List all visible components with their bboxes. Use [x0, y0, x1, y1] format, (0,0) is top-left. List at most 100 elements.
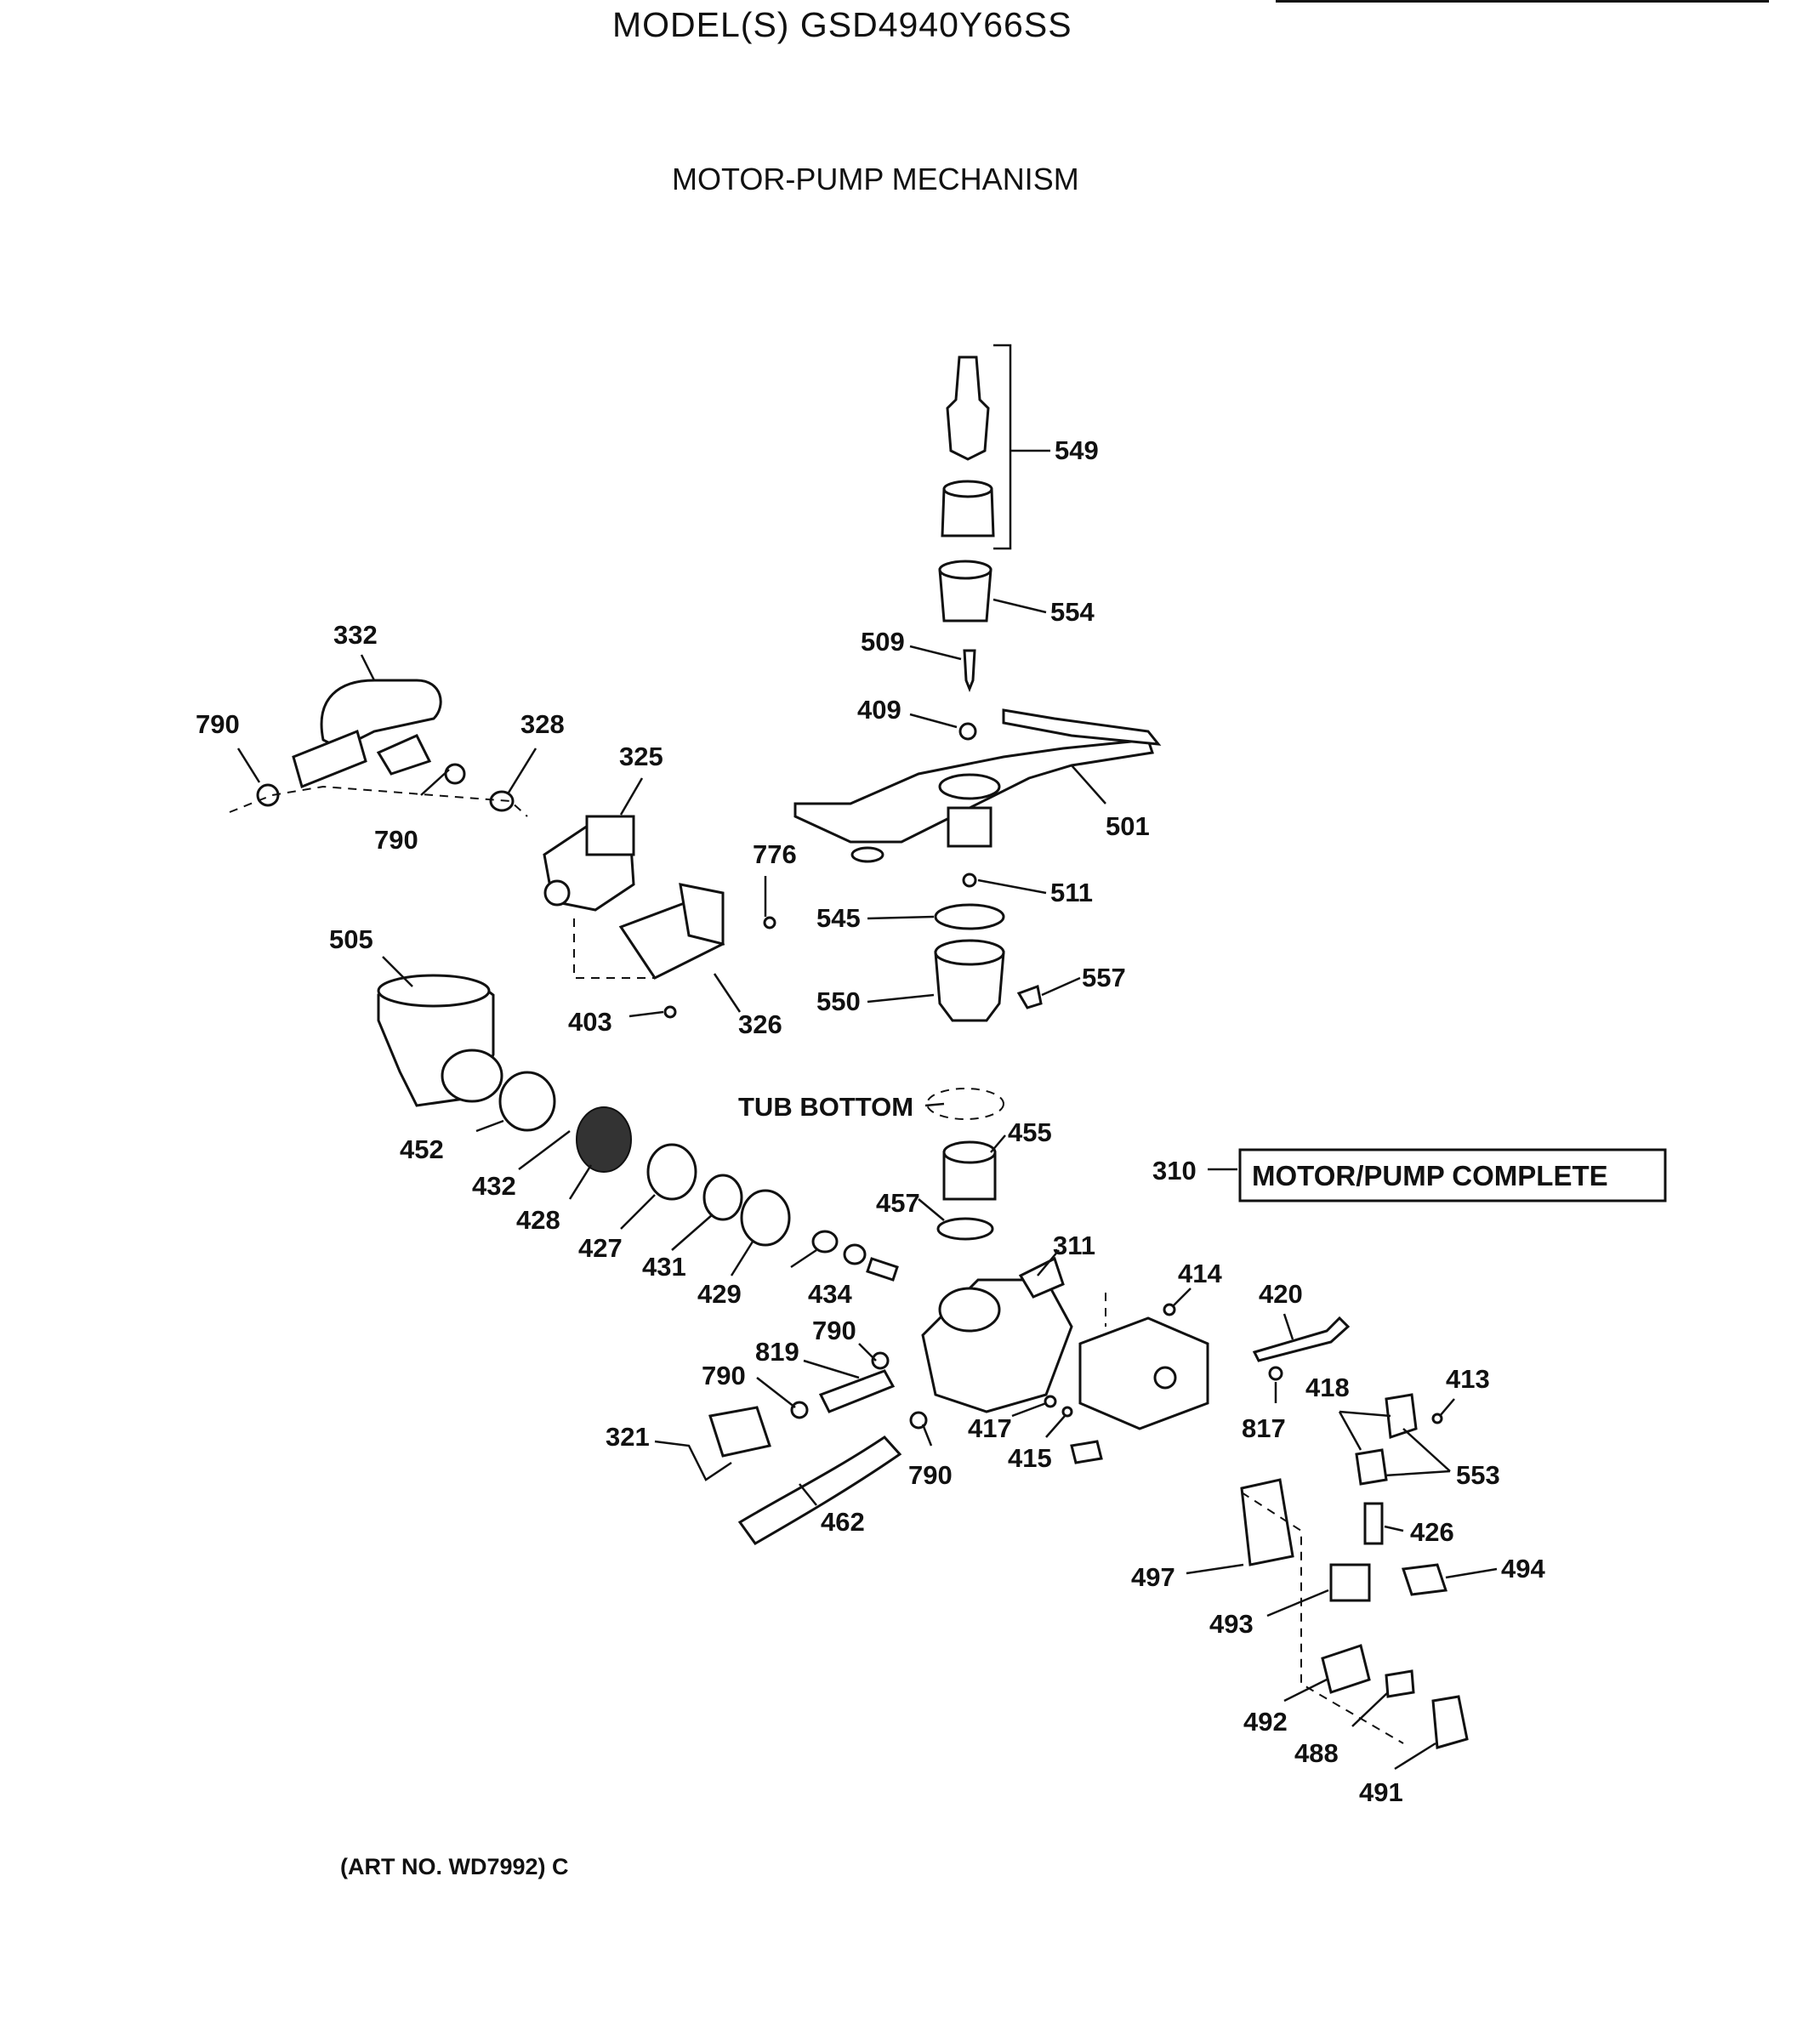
part-488-switch: [1385, 1669, 1415, 1698]
part-motor: [1070, 1316, 1209, 1464]
callout-493: 493: [1209, 1609, 1254, 1639]
callout-790-left: 790: [196, 709, 240, 739]
part-413-screw: [1431, 1413, 1443, 1424]
part-455-grommet: [942, 1140, 997, 1201]
callout-326: 326: [738, 1009, 782, 1039]
callout-545: 545: [816, 903, 861, 933]
part-790-clamp-mid: [444, 763, 466, 785]
part-511-washer: [962, 873, 977, 888]
callout-415: 415: [1008, 1443, 1052, 1473]
motor-pump-complete-box: [1238, 1148, 1667, 1202]
part-790-clamp-c: [909, 1411, 928, 1430]
model-title: MODEL(S) GSD4940Y66SS: [612, 5, 1072, 44]
callout-311: 311: [1053, 1231, 1095, 1260]
part-493-solenoid: [1329, 1563, 1371, 1602]
callout-321: 321: [606, 1422, 650, 1452]
callout-817: 817: [1242, 1413, 1286, 1443]
assembly-line-solenoid: [1241, 1492, 1404, 1744]
callout-310: 310: [1152, 1156, 1197, 1185]
part-505-sump: [377, 974, 503, 1107]
section-title: MOTOR-PUMP MECHANISM: [672, 162, 1079, 196]
part-494-connector: [1401, 1563, 1448, 1596]
part-420-rod: [1252, 1316, 1351, 1362]
callout-505: 505: [329, 924, 373, 954]
part-332-hose: [292, 679, 442, 789]
part-497-plate: [1240, 1478, 1294, 1566]
callout-452: 452: [400, 1134, 444, 1164]
part-321-part: [708, 1406, 771, 1458]
callout-549: 549: [1055, 435, 1099, 465]
callout-403: 403: [568, 1007, 612, 1037]
callout-511: 511: [1050, 878, 1093, 907]
callout-553: 553: [1456, 1460, 1500, 1490]
part-790-clamp-left: [256, 783, 280, 807]
top-rule: [1276, 0, 1769, 3]
callout-501: 501: [1106, 811, 1150, 841]
callout-429: 429: [697, 1279, 742, 1309]
callout-409: 409: [857, 695, 901, 725]
callout-417: 417: [968, 1413, 1012, 1443]
callout-434: 434: [808, 1279, 852, 1309]
callout-414: 414: [1178, 1259, 1222, 1288]
callout-427: 427: [578, 1233, 623, 1263]
callout-tub-bottom: TUB BOTTOM: [738, 1092, 913, 1122]
part-414-screw: [1163, 1303, 1176, 1316]
callout-413: 413: [1446, 1364, 1490, 1394]
callout-332: 332: [333, 620, 378, 650]
part-426-pin: [1363, 1502, 1384, 1545]
callout-418: 418: [1305, 1373, 1350, 1402]
part-492-lever: [1321, 1644, 1371, 1694]
part-457-clamp: [936, 1217, 994, 1241]
part-790-clamp-b: [790, 1401, 809, 1419]
motor-pump-complete-label: MOTOR/PUMP COMPLETE: [1252, 1160, 1608, 1191]
callout-550: 550: [816, 986, 861, 1016]
part-819-hose: [818, 1369, 896, 1413]
part-557-clip: [1016, 984, 1043, 1009]
leader-lines: [236, 449, 1498, 1771]
callout-790-d: 790: [702, 1361, 746, 1390]
callout-554: 554: [1050, 597, 1095, 627]
part-452-seal: [498, 1071, 556, 1132]
part-545-ring: [934, 903, 1005, 930]
part-462-drain-hose: [737, 1436, 902, 1545]
part-431-gasket: [702, 1174, 743, 1221]
callout-432: 432: [472, 1171, 516, 1201]
part-554-nut: [938, 560, 992, 623]
callout-491: 491: [1359, 1777, 1403, 1807]
part-491-bracket: [1431, 1695, 1469, 1749]
part-311-pump-housing: [921, 1256, 1073, 1413]
part-417-part: [1044, 1395, 1057, 1408]
callout-328: 328: [520, 709, 565, 739]
callout-325: 325: [619, 742, 663, 771]
part-418-bracket: [1385, 1393, 1418, 1440]
part-776-screw: [763, 916, 776, 930]
callout-462: 462: [821, 1507, 865, 1537]
callout-428: 428: [516, 1205, 560, 1235]
callout-488: 488: [1294, 1738, 1339, 1768]
callout-497: 497: [1131, 1562, 1175, 1592]
art-number: (ART NO. WD7992) C: [340, 1854, 569, 1879]
callout-819: 819: [755, 1337, 799, 1367]
callout-509: 509: [861, 627, 905, 657]
callout-420: 420: [1259, 1279, 1303, 1309]
callout-457: 457: [876, 1188, 920, 1218]
part-790-clamp-a: [871, 1351, 890, 1370]
callout-790-c: 790: [812, 1316, 856, 1345]
part-429-cover: [740, 1189, 791, 1247]
callout-455: 455: [1008, 1117, 1052, 1147]
part-428-impeller: [576, 1106, 632, 1173]
part-553-switch: [1355, 1448, 1388, 1486]
callout-557: 557: [1082, 963, 1126, 992]
callout-431: 431: [642, 1252, 686, 1282]
callout-labels: 549 554 509 409 501 511 545 550 557 332 …: [196, 435, 1608, 1807]
part-325-valve: [543, 815, 635, 912]
callout-776: 776: [753, 839, 797, 869]
part-550-bearing: [934, 939, 1005, 1022]
callout-426: 426: [1410, 1517, 1454, 1547]
part-549-spray-tower: [941, 344, 1012, 550]
callout-790-e: 790: [908, 1460, 953, 1490]
part-403-screw: [663, 1005, 677, 1019]
callout-492: 492: [1243, 1707, 1288, 1737]
